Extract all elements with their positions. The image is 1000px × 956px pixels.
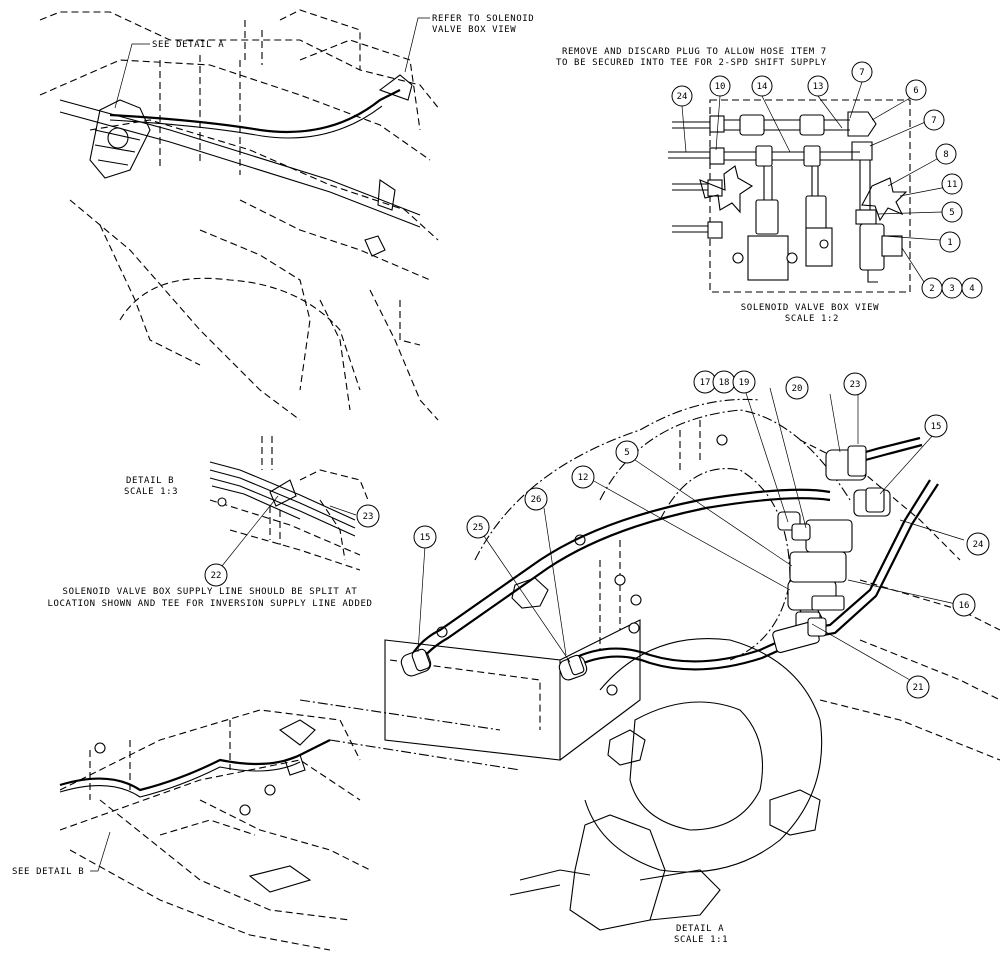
box-view-scale: SCALE 1:2 <box>785 314 839 324</box>
see-detail-b-note: SEE DETAIL B <box>12 867 84 877</box>
detail-a-balloon-26: 26 <box>531 495 542 505</box>
refer-solenoid-note-line-2: VALVE BOX VIEW <box>432 25 516 35</box>
solenoid-valve-box-view <box>668 99 911 293</box>
box-view-balloons: 24 10 14 13 7 6 7 8 11 5 1 2 3 4 <box>671 61 983 299</box>
box-balloon-4: 4 <box>969 284 974 294</box>
detail-a-view <box>299 398 1000 931</box>
detail-b-leader-22 <box>221 495 279 567</box>
box-balloon-24: 24 <box>677 92 688 102</box>
box-balloon-14: 14 <box>757 82 768 92</box>
detail-a-balloon-5: 5 <box>624 448 629 458</box>
see-detail-b-leader <box>90 831 111 872</box>
detail-a-balloon-20: 20 <box>792 384 803 394</box>
see-detail-a-note: SEE DETAIL A <box>152 40 224 50</box>
detail-a-balloon-15-left: 15 <box>420 533 431 543</box>
box-balloon-8: 8 <box>943 150 948 160</box>
box-balloon-11: 11 <box>947 180 958 190</box>
box-balloon-7-lower: 7 <box>931 116 936 126</box>
box-balloon-1: 1 <box>947 238 952 248</box>
box-view-title: SOLENOID VALVE BOX VIEW <box>741 303 879 313</box>
detail-b-balloon-22: 22 <box>211 571 222 581</box>
detail-b-balloon-23: 23 <box>363 512 374 522</box>
refer-solenoid-note-line-1: REFER TO SOLENOID <box>432 14 534 24</box>
detail-a-balloon-18: 18 <box>719 378 730 388</box>
box-balloon-13: 13 <box>813 82 824 92</box>
detail-a-balloon-15-right: 15 <box>931 422 942 432</box>
lower-chassis-view <box>59 709 371 951</box>
detail-b-leader-23 <box>329 505 357 516</box>
remove-plug-note-line-1: REMOVE AND DISCARD PLUG TO ALLOW HOSE IT… <box>562 47 827 57</box>
detail-a-balloon-24: 24 <box>973 540 984 550</box>
detail-a-scale: SCALE 1:1 <box>674 935 728 945</box>
box-balloon-5: 5 <box>949 208 954 218</box>
detail-a-balloon-19: 19 <box>739 378 750 388</box>
detail-a-balloon-17: 17 <box>700 378 711 388</box>
detail-a-balloon-12: 12 <box>578 473 589 483</box>
detail-a-leaders <box>417 387 965 681</box>
box-balloon-7-upper: 7 <box>859 68 864 78</box>
detail-a-balloon-23: 23 <box>850 380 861 390</box>
detail-a-balloons: 17 18 19 20 23 15 5 12 26 25 15 24 16 21 <box>413 370 990 699</box>
refer-solenoid-leader <box>404 17 430 73</box>
detail-a-balloon-16: 16 <box>959 601 970 611</box>
box-view-leaders <box>681 81 953 283</box>
split-note-line-2: LOCATION SHOWN AND TEE FOR INVERSION SUP… <box>48 599 373 609</box>
detail-b-view <box>209 436 369 571</box>
detail-a-balloon-25: 25 <box>473 523 484 533</box>
detail-b-title: DETAIL B <box>126 476 174 486</box>
see-detail-a-leader <box>114 43 150 109</box>
detail-b-scale: SCALE 1:3 <box>124 487 178 497</box>
chassis-overview-view <box>39 9 441 421</box>
detail-a-title: DETAIL A <box>676 924 724 934</box>
split-note-line-1: SOLENOID VALVE BOX SUPPLY LINE SHOULD BE… <box>63 587 358 597</box>
box-balloon-2: 2 <box>929 284 934 294</box>
remove-plug-note-line-2: TO BE SECURED INTO TEE FOR 2-SPD SHIFT S… <box>556 58 827 68</box>
detail-a-balloon-21: 21 <box>913 683 924 693</box>
box-balloon-3: 3 <box>949 284 954 294</box>
box-balloon-6: 6 <box>913 86 918 96</box>
box-balloon-10: 10 <box>715 82 726 92</box>
